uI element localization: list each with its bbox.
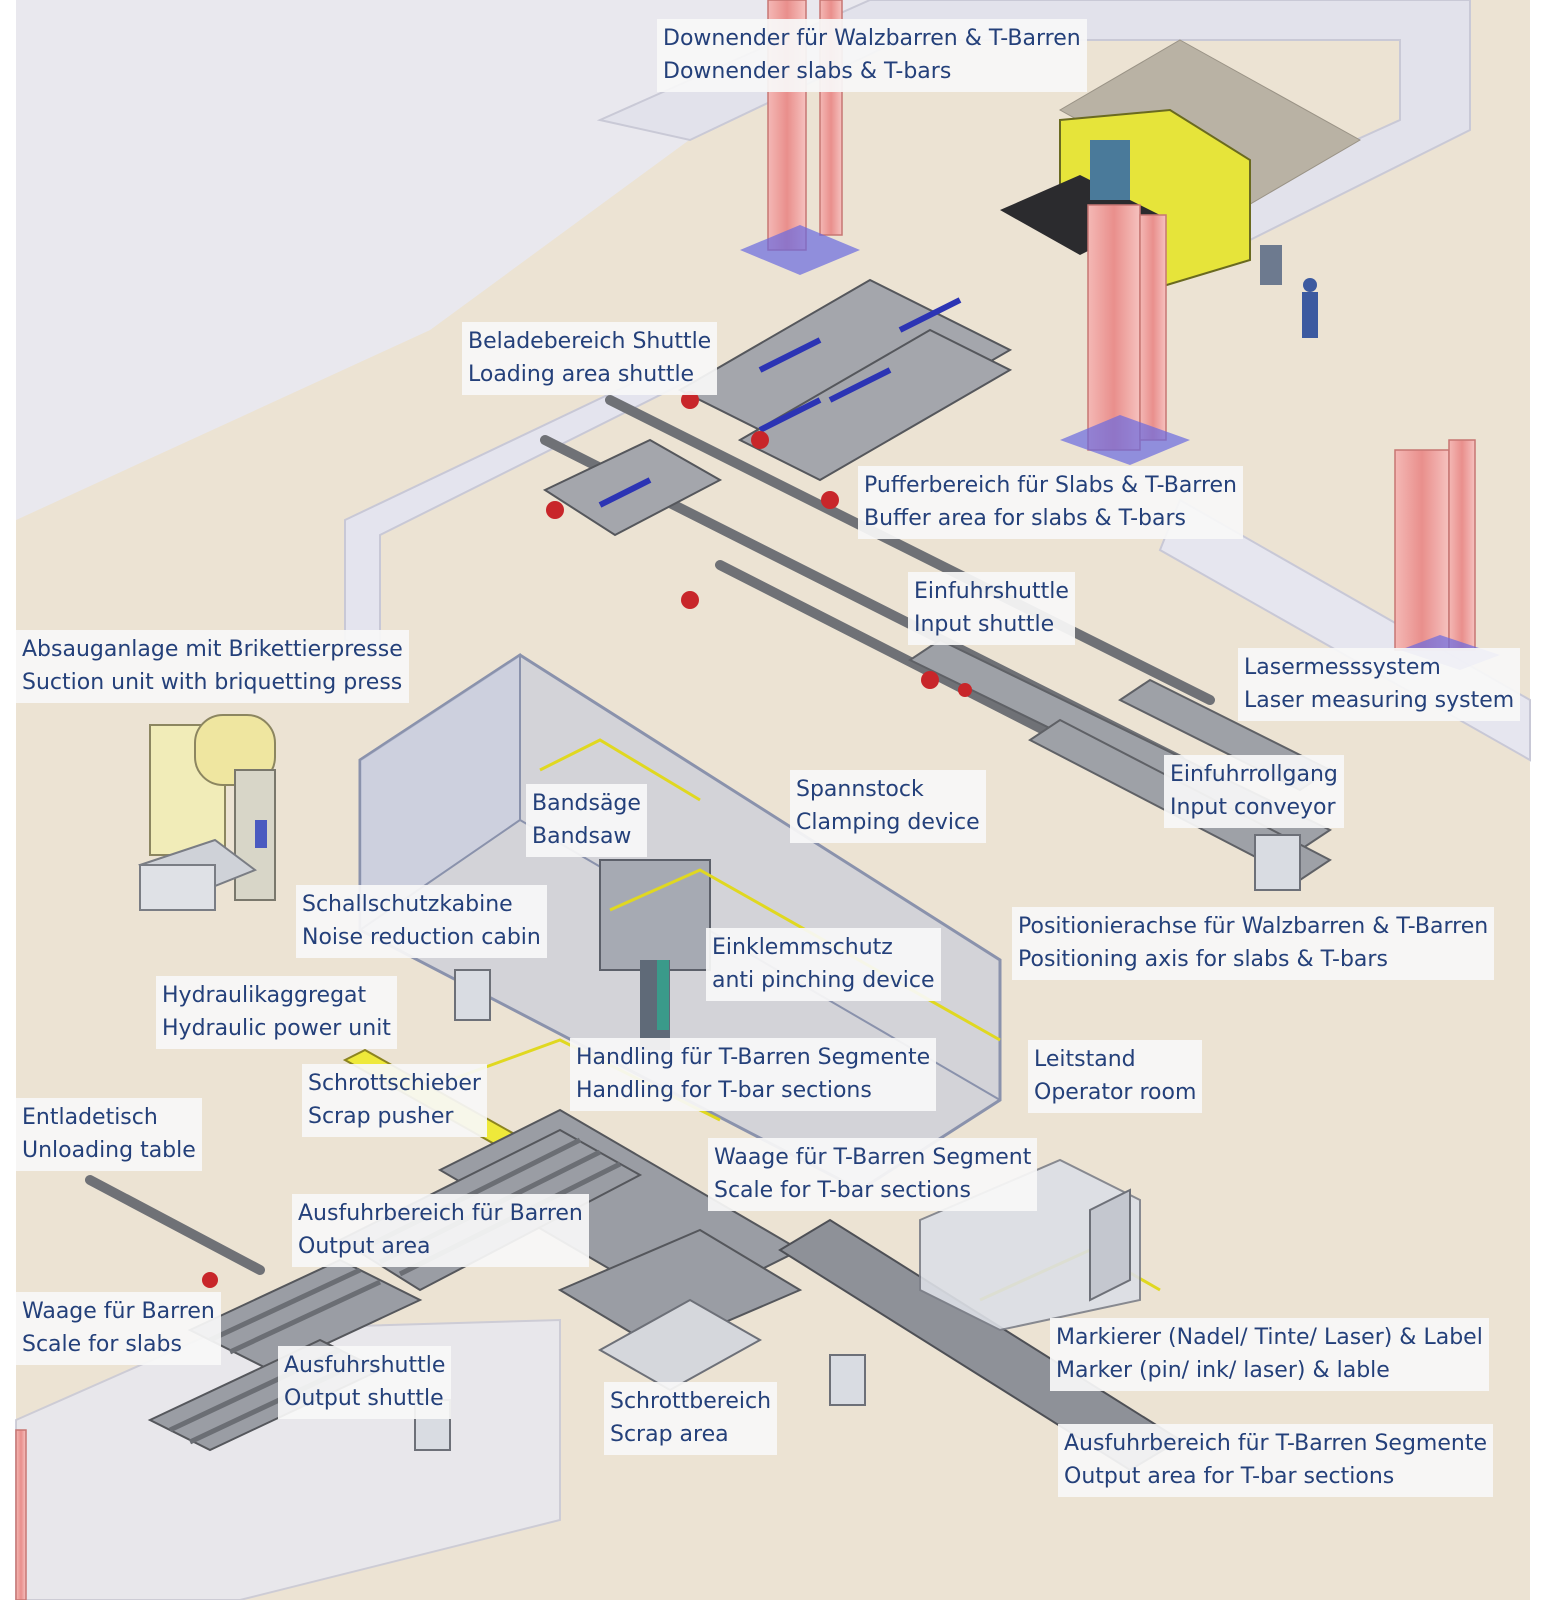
label-anti-pinching-en: anti pinching device <box>712 968 935 993</box>
label-input-conveyor-de: Einfuhrrollgang <box>1170 762 1338 787</box>
label-input-conveyor: Einfuhrrollgang Input conveyor <box>1164 755 1344 828</box>
label-scrap-pusher-en: Scrap pusher <box>308 1104 454 1129</box>
label-scrap-area-en: Scrap area <box>610 1422 729 1447</box>
label-slab-scale-de: Waage für Barren <box>22 1299 215 1324</box>
label-suction-unit-en: Suction unit with briquetting press <box>22 670 403 695</box>
label-noise-cabin-en: Noise reduction cabin <box>302 925 541 950</box>
label-laser-measuring-en: Laser measuring system <box>1244 688 1515 713</box>
label-positioning-axis: Positionierachse für Walzbarren & T-Barr… <box>1012 907 1495 980</box>
label-marker-de: Markierer (Nadel/ Tinte/ Laser) & Label <box>1056 1325 1483 1350</box>
label-input-shuttle-de: Einfuhrshuttle <box>914 579 1069 604</box>
label-marker: Markierer (Nadel/ Tinte/ Laser) & Label … <box>1050 1318 1489 1391</box>
label-buffer-area: Pufferbereich für Slabs & T-Barren Buffe… <box>858 466 1244 539</box>
label-noise-cabin: Schallschutzkabine Noise reduction cabin <box>296 885 547 958</box>
label-slab-scale: Waage für Barren Scale for slabs <box>16 1292 221 1365</box>
label-unloading-table-de: Entladetisch <box>22 1105 158 1130</box>
label-positioning-axis-de: Positionierachse für Walzbarren & T-Barr… <box>1018 914 1489 939</box>
label-unloading-table-en: Unloading table <box>22 1138 196 1163</box>
label-t-bar-output-de: Ausfuhrbereich für T-Barren Segmente <box>1064 1431 1487 1456</box>
label-bandsaw-de: Bandsäge <box>532 791 641 816</box>
label-positioning-axis-en: Positioning axis for slabs & T-bars <box>1018 947 1388 972</box>
label-operator-room: Leitstand Operator room <box>1028 1040 1203 1113</box>
label-output-area-en: Output area <box>298 1234 431 1259</box>
label-downender-en: Downender slabs & T-bars <box>663 59 952 84</box>
scrap-bin <box>597 1298 763 1392</box>
label-bandsaw-en: Bandsaw <box>532 824 632 849</box>
label-scrap-area-de: Schrottbereich <box>610 1389 772 1414</box>
label-anti-pinching-de: Einklemmschutz <box>712 935 893 960</box>
label-output-shuttle-de: Ausfuhrshuttle <box>284 1353 446 1378</box>
label-operator-room-en: Operator room <box>1034 1080 1197 1105</box>
label-slab-scale-en: Scale for slabs <box>22 1332 182 1357</box>
label-clamping-device: Spannstock Clamping device <box>790 770 986 843</box>
buffer-arms <box>598 297 962 508</box>
label-output-area: Ausfuhrbereich für Barren Output area <box>292 1194 589 1267</box>
marker-cabinet <box>1089 1188 1131 1302</box>
label-clamping-device-en: Clamping device <box>796 810 980 835</box>
label-hydraulic-unit-de: Hydraulikaggregat <box>162 983 367 1008</box>
label-laser-measuring: Lasermesssystem Laser measuring system <box>1238 648 1521 721</box>
label-scrap-pusher-de: Schrottschieber <box>308 1071 481 1096</box>
label-t-bar-handling-en: Handling for T-bar sections <box>576 1078 872 1103</box>
label-buffer-area-en: Buffer area for slabs & T-bars <box>864 506 1186 531</box>
label-t-bar-scale: Waage für T-Barren Segment Scale for T-b… <box>708 1138 1038 1211</box>
label-buffer-area-de: Pufferbereich für Slabs & T-Barren <box>864 473 1238 498</box>
label-bandsaw: Bandsäge Bandsaw <box>526 784 647 857</box>
label-downender-de: Downender für Walzbarren & T-Barren <box>663 26 1081 51</box>
label-laser-measuring-de: Lasermesssystem <box>1244 655 1441 680</box>
label-downender: Downender für Walzbarren & T-Barren Down… <box>657 19 1087 92</box>
label-hydraulic-unit: Hydraulikaggregat Hydraulic power unit <box>156 976 397 1049</box>
label-scrap-pusher: Schrottschieber Scrap pusher <box>302 1064 487 1137</box>
label-t-bar-output-en: Output area for T-bar sections <box>1064 1464 1395 1489</box>
label-marker-en: Marker (pin/ ink/ laser) & lable <box>1056 1358 1390 1383</box>
label-noise-cabin-de: Schallschutzkabine <box>302 892 513 917</box>
label-clamping-device-de: Spannstock <box>796 777 924 802</box>
label-output-area-de: Ausfuhrbereich für Barren <box>298 1201 583 1226</box>
label-loading-shuttle-en: Loading area shuttle <box>468 362 695 387</box>
label-loading-shuttle: Beladebereich Shuttle Loading area shutt… <box>462 322 718 395</box>
label-input-shuttle: Einfuhrshuttle Input shuttle <box>908 572 1075 645</box>
label-anti-pinching: Einklemmschutz anti pinching device <box>706 928 941 1001</box>
label-t-bar-handling: Handling für T-Barren Segmente Handling … <box>570 1038 937 1111</box>
label-t-bar-handling-de: Handling für T-Barren Segmente <box>576 1045 931 1070</box>
label-unloading-table: Entladetisch Unloading table <box>16 1098 202 1171</box>
label-input-conveyor-en: Input conveyor <box>1170 795 1336 820</box>
label-output-shuttle: Ausfuhrshuttle Output shuttle <box>278 1346 452 1419</box>
label-output-shuttle-en: Output shuttle <box>284 1386 444 1411</box>
label-suction-unit-de: Absauganlage mit Brikettierpresse <box>22 637 403 662</box>
label-hydraulic-unit-en: Hydraulic power unit <box>162 1016 391 1041</box>
label-t-bar-scale-en: Scale for T-bar sections <box>714 1178 971 1203</box>
label-suction-unit: Absauganlage mit Brikettierpresse Suctio… <box>16 630 409 703</box>
label-operator-room-de: Leitstand <box>1034 1047 1136 1072</box>
label-input-shuttle-en: Input shuttle <box>914 612 1055 637</box>
suction-unit <box>138 714 276 911</box>
drive-units <box>202 391 1278 1288</box>
label-loading-shuttle-de: Beladebereich Shuttle <box>468 329 712 354</box>
label-t-bar-scale-de: Waage für T-Barren Segment <box>714 1145 1032 1170</box>
label-t-bar-output: Ausfuhrbereich für T-Barren Segmente Out… <box>1058 1424 1493 1497</box>
label-scrap-area: Schrottbereich Scrap area <box>604 1382 778 1455</box>
